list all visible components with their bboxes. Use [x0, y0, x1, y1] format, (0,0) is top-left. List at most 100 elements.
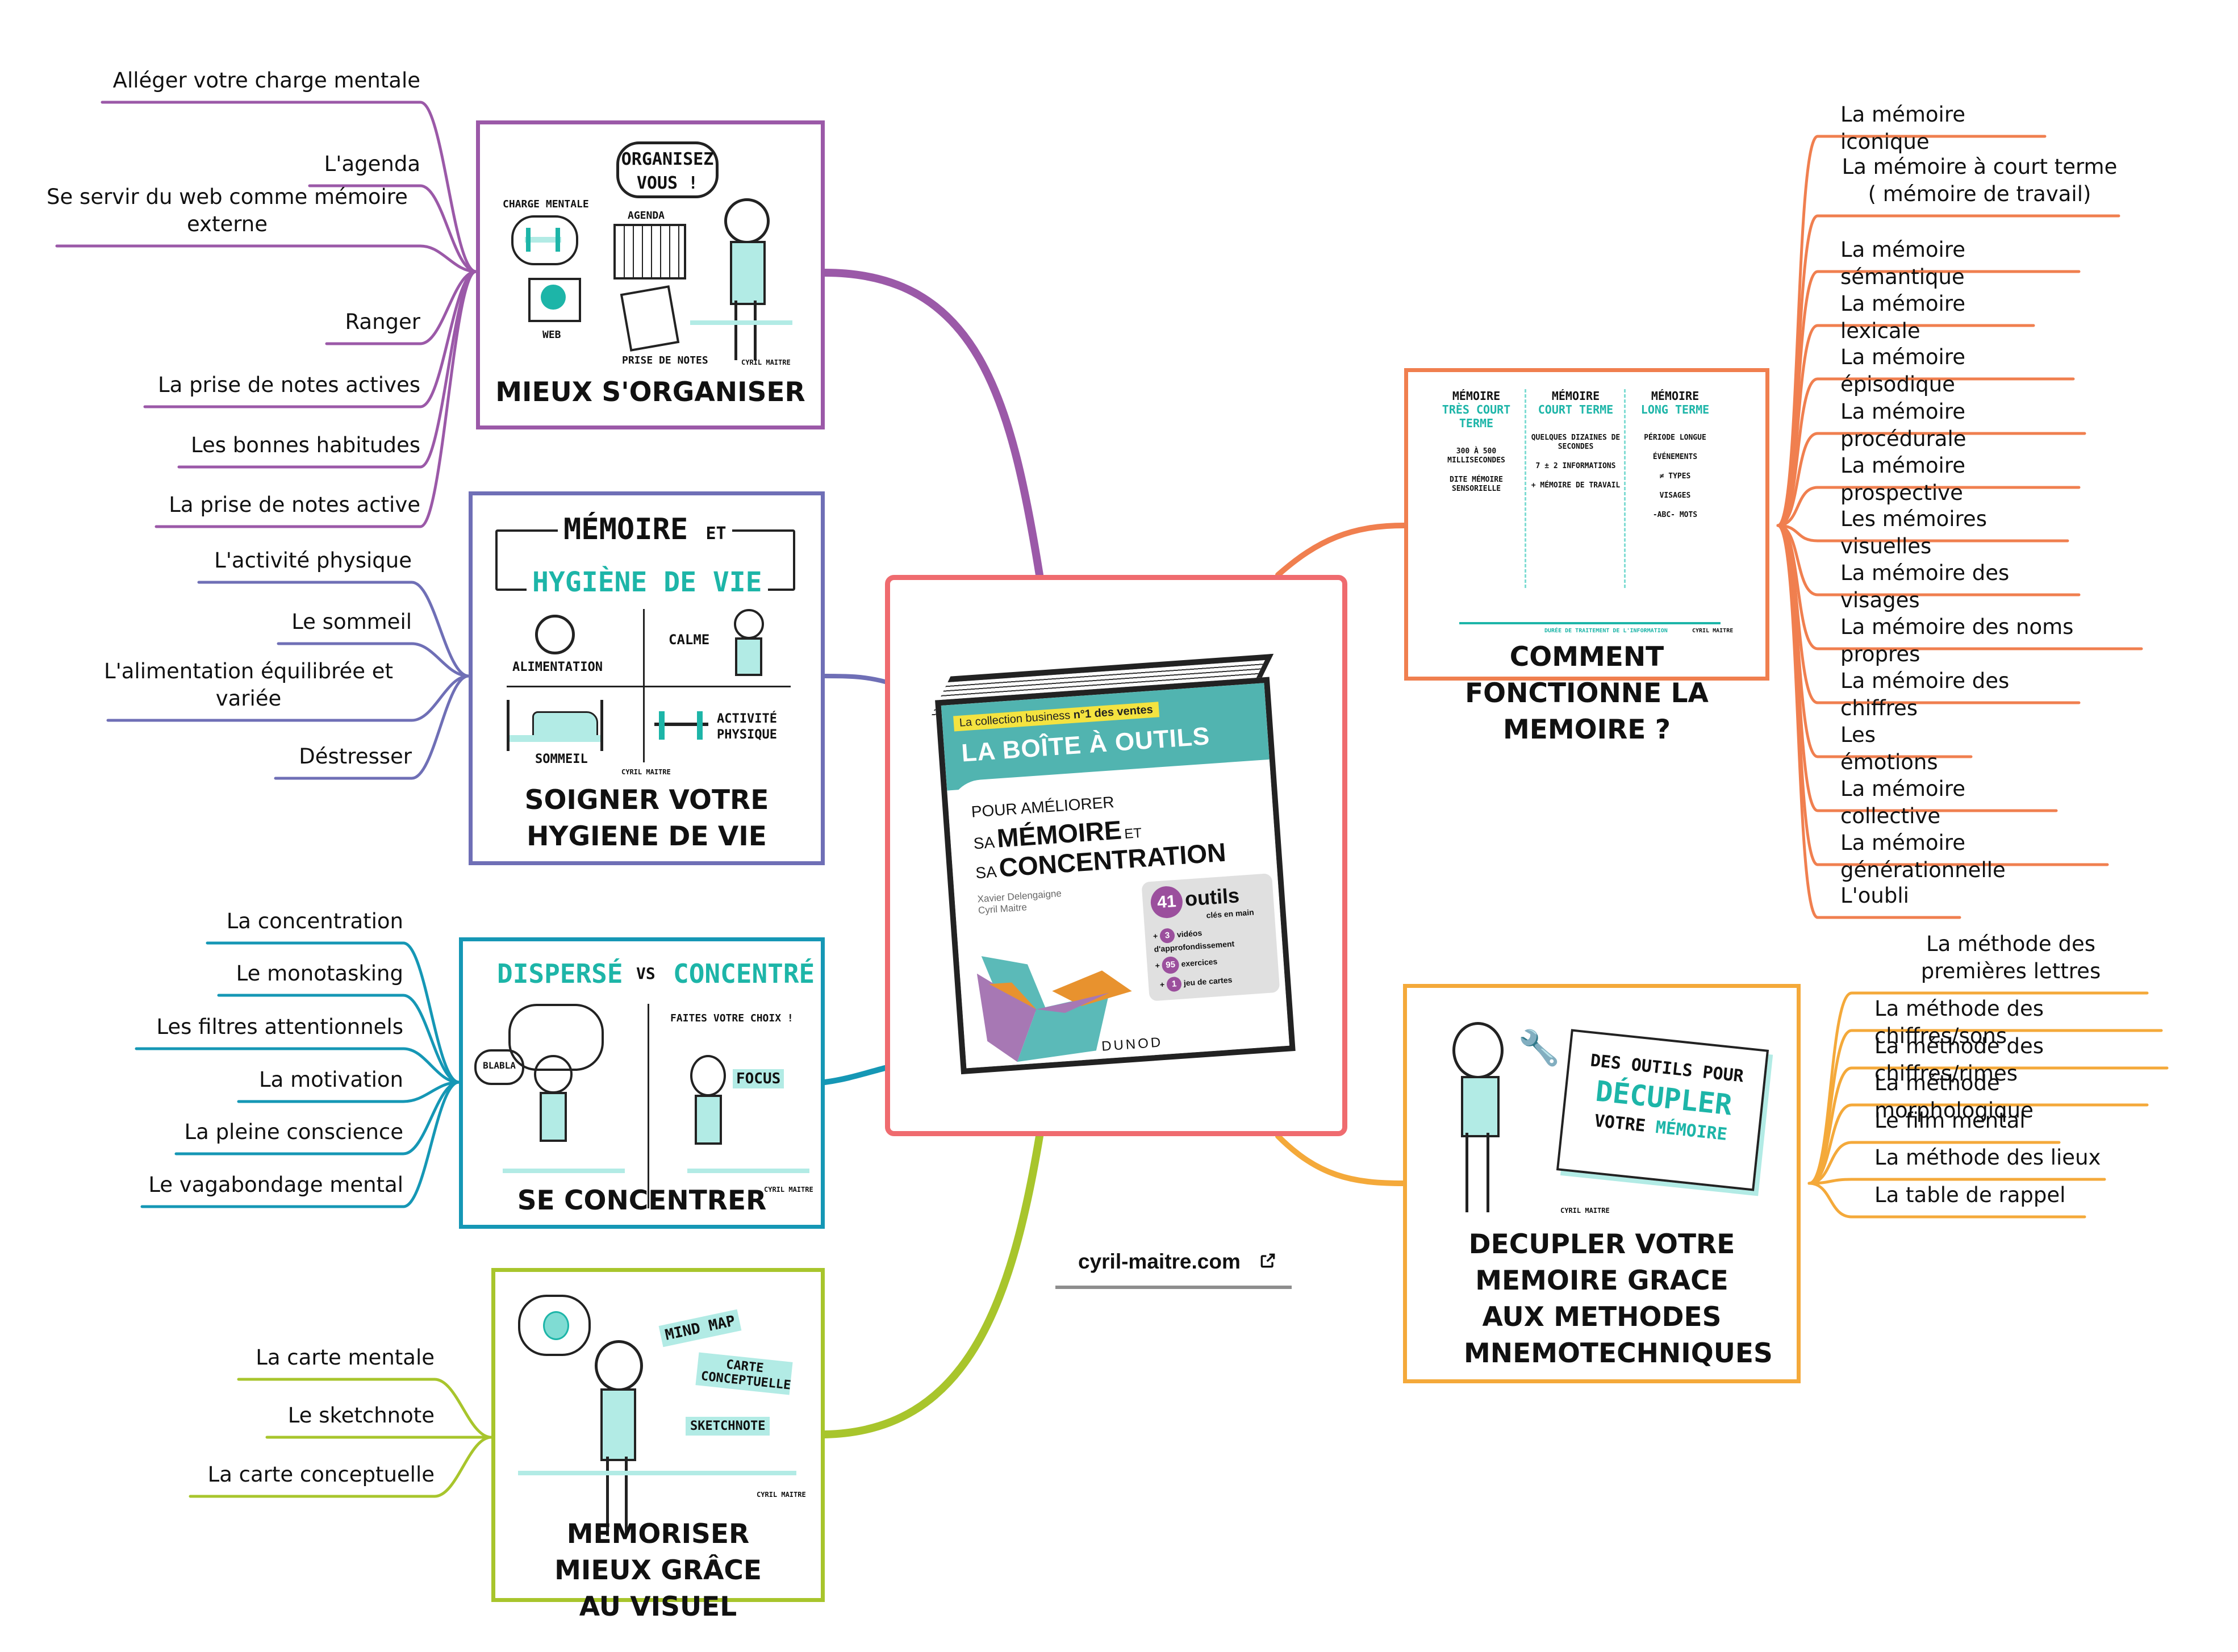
column-note: + MÉMOIRE DE TRAVAIL — [1531, 481, 1621, 490]
leaf-connector — [106, 674, 470, 722]
column-divider — [1624, 389, 1626, 588]
connector-decupler — [1275, 1133, 1406, 1186]
leaf-topic[interactable]: La méthode des premières lettres — [1920, 932, 2101, 983]
book-cover-illustration: La collection business n°1 des ventes LA… — [930, 653, 1301, 1075]
leaf-connector — [1807, 1103, 2149, 1185]
book-line3-small: SA — [975, 862, 997, 882]
leaf-topic[interactable]: Alléger votre charge mentale — [112, 68, 420, 93]
leaf-connector — [55, 244, 478, 273]
leaf-topic[interactable]: La concentration — [226, 909, 403, 933]
leaf-topic[interactable]: La mémoire prospective — [1840, 453, 1965, 505]
leaf-topic[interactable]: Se servir du web comme mémoire externe — [47, 185, 408, 236]
leaf-topic[interactable]: La pleine conscience — [184, 1120, 403, 1144]
node-se-concentrer[interactable]: DISPERSÉ VS CONCENTRÉ BLABLA FAITES VOTR… — [459, 937, 825, 1229]
leaf-topic[interactable]: La mémoire à court terme ( mémoire de tr… — [1842, 155, 2118, 206]
leaf-connector — [197, 581, 470, 678]
leaf-topic[interactable]: L'oubli — [1840, 883, 1909, 908]
leaf-topic[interactable]: La mémoire lexicale — [1840, 291, 1965, 343]
leaf-topic[interactable]: L'alimentation équilibrée et variée — [103, 659, 394, 711]
focused-figure-head — [690, 1055, 726, 1096]
column-note: DITE MÉMOIRE SENSORIELLE — [1450, 475, 1503, 493]
meditating-figure-head — [734, 609, 764, 639]
heading-hygiene: HYGIÈNE DE VIE — [527, 566, 768, 598]
leaf-topic[interactable]: Le monotasking — [236, 961, 403, 986]
tag-carte-conceptuelle: CARTE CONCEPTUELLE — [695, 1352, 793, 1395]
leaf-topic[interactable]: La mémoire collective — [1840, 777, 1965, 828]
leaf-topic[interactable]: L'activité physique — [214, 548, 412, 573]
leaf-connector — [1776, 377, 2075, 527]
node-mieux-s-organiser[interactable]: ORGANISEZ VOUS ! CHARGE MENTALE AGENDA W… — [476, 120, 825, 429]
node-title: SOIGNER VOTRE HYGIENE DE VIE — [524, 785, 769, 852]
signature: CYRIL MAITRE — [764, 1186, 813, 1194]
node-soigner-hygiene[interactable]: MÉMOIRE ET HYGIÈNE DE VIE ALIMENTATION C… — [469, 491, 825, 865]
leaf-topic[interactable]: Les mémoires visuelles — [1840, 507, 1987, 558]
ground-line — [518, 1471, 796, 1475]
leaf-topic[interactable]: Le film mental — [1874, 1108, 2026, 1133]
leaf-connector — [325, 270, 478, 345]
leaf-topic[interactable]: La méthode morphologique — [1874, 1071, 2034, 1123]
column-kind: TRÈS COURT TERME — [1442, 403, 1511, 430]
leaf-topic[interactable]: La mémoire générationnelle — [1840, 831, 2006, 882]
meditating-figure-body — [735, 637, 762, 676]
leaf-topic[interactable]: La mémoire épisodique — [1840, 345, 1965, 397]
node-title: MEMORISER MIEUX GRÂCE AU VISUEL — [554, 1518, 762, 1622]
monitor-icon — [528, 278, 581, 322]
column-note: 7 ± 2 INFORMATIONS — [1535, 462, 1616, 470]
leaf-topic[interactable]: L'agenda — [324, 152, 420, 176]
leaf-connector — [174, 1081, 461, 1155]
leaf-topic[interactable]: Les bonnes habitudes — [191, 433, 420, 457]
leaf-topic[interactable]: La carte conceptuelle — [207, 1462, 435, 1487]
extra-3: + 1 jeu de cartes — [1159, 973, 1233, 992]
label-alimentation: ALIMENTATION — [512, 660, 603, 674]
leaf-topic[interactable]: La mémoire iconique — [1840, 102, 1965, 154]
leaf-connector — [277, 642, 470, 678]
central-node-book[interactable]: La collection business n°1 des ventes LA… — [885, 575, 1347, 1136]
external-link-icon[interactable] — [1259, 1251, 1277, 1275]
leaf-topic[interactable]: La prise de notes active — [169, 493, 420, 517]
node-decupler[interactable]: 🔧 DES OUTILS POUR DÉCUPLER VOTRE MÉMOIRE… — [1403, 984, 1801, 1383]
divider-vertical — [648, 1004, 649, 1208]
leaf-topic[interactable]: La mémoire procédurale — [1840, 399, 1966, 451]
leaf-topic[interactable]: Le vagabondage mental — [148, 1173, 403, 1197]
leaf-topic[interactable]: La prise de notes actives — [158, 373, 420, 397]
leaf-topic[interactable]: Déstresser — [299, 744, 412, 769]
extra-3-label: jeu de cartes — [1183, 975, 1233, 988]
leaf-topic[interactable]: La carte mentale — [256, 1345, 435, 1370]
node-title: COMMENT FONCTIONNE LA MEMOIRE ? — [1465, 641, 1709, 745]
signature: CYRIL MAITRE — [741, 358, 791, 366]
leaf-topic[interactable]: Le sketchnote — [287, 1403, 435, 1428]
leaf-topic[interactable]: La méthode des lieux — [1874, 1145, 2101, 1170]
stick-figure-leg — [734, 301, 737, 360]
leaf-topic[interactable]: Les émotions — [1840, 723, 1938, 774]
website-link[interactable]: cyril-maitre.com — [1078, 1250, 1277, 1275]
tools-count: 41 — [1150, 885, 1184, 919]
book-cover: La collection business n°1 des ventes LA… — [935, 677, 1296, 1075]
stick-figure-head — [595, 1340, 643, 1391]
extra-1-count: 3 — [1159, 928, 1175, 944]
leaf-topic[interactable]: Les filtres attentionnels — [156, 1015, 403, 1039]
stick-figure-head — [1452, 1022, 1504, 1079]
leaf-topic[interactable]: La motivation — [259, 1067, 403, 1092]
website-label[interactable]: cyril-maitre.com — [1078, 1250, 1241, 1273]
leaf-connector — [1776, 432, 2086, 527]
node-memoriser-visuel[interactable]: MIND MAP CARTE CONCEPTUELLE SKETCHNOTE C… — [491, 1268, 825, 1622]
leaf-topic[interactable]: Ranger — [345, 310, 420, 334]
stick-figure-body — [730, 241, 766, 305]
signature: CYRIL MAITRE — [621, 768, 671, 776]
leaf-topic[interactable]: La table de rappel — [1874, 1183, 2066, 1207]
leaf-topic[interactable]: La méthode des chiffres/rimes — [1874, 1034, 2044, 1086]
leaf-topic[interactable]: La méthode des chiffres/sons — [1874, 996, 2044, 1048]
label-charge-mentale: CHARGE MENTALE — [503, 198, 589, 210]
leaf-topic[interactable]: La mémoire des visages — [1840, 561, 2010, 612]
leaf-connector — [237, 1081, 461, 1103]
ground-line — [687, 1169, 809, 1173]
leaf-topic[interactable]: La mémoire des chiffres — [1840, 669, 2010, 720]
leaf-topic[interactable]: Le sommeil — [291, 610, 412, 634]
extra-2: + 95 exercices — [1155, 953, 1218, 975]
leaf-topic[interactable]: La mémoire sémantique — [1840, 237, 1965, 289]
leaf-topic[interactable]: La mémoire des noms propres — [1840, 615, 2074, 666]
stick-figure-body — [1461, 1076, 1500, 1137]
